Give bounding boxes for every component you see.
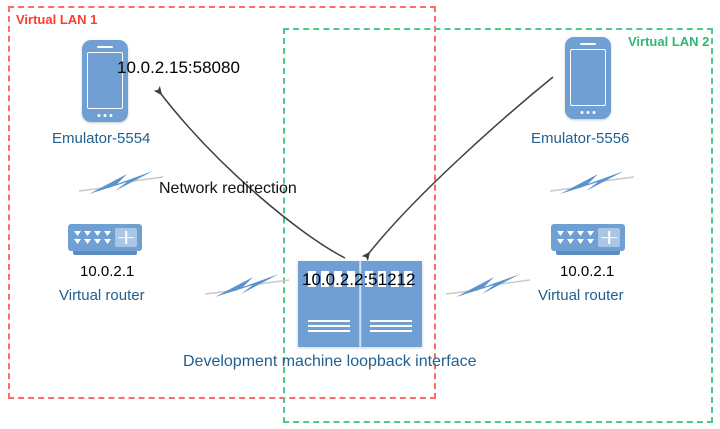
router-ports [557, 231, 594, 245]
router-base [556, 251, 620, 255]
router-icon-right [551, 224, 625, 258]
router-arrows-glyph [115, 228, 137, 247]
router-left-address: 10.0.2.1 [80, 263, 135, 280]
lightning-bolt-icon-lan1-router [203, 270, 291, 304]
phone-speaker [580, 43, 596, 45]
emulator-5554-address: 10.0.2.15:58080 [117, 58, 240, 77]
smartphone-icon-emulator-5554 [82, 40, 128, 122]
phone-screen [570, 49, 606, 106]
network-redirection-label: Network redirection [159, 180, 297, 197]
router-body [68, 224, 142, 251]
router-left-name: Virtual router [59, 287, 145, 304]
virtual-lan-1-label: Virtual LAN 1 [16, 12, 98, 27]
router-body [551, 224, 625, 251]
loopback-caption: Development machine loopback interface [183, 353, 477, 370]
emulator-5556-name: Emulator-5556 [531, 130, 630, 147]
server-divider [359, 261, 361, 347]
phone-home-dots [97, 114, 113, 117]
router-ports [74, 231, 111, 245]
server-bars-right [370, 320, 412, 335]
emulator-5554-name: Emulator-5554 [52, 130, 151, 147]
router-base [73, 251, 137, 255]
loopback-address: 10.0.2.2:51212 [302, 270, 416, 289]
server-slots-right [365, 271, 412, 287]
lightning-bolt-icon-lan2-emulator [548, 167, 636, 201]
server-icon-loopback [298, 261, 422, 347]
server-slots-left [308, 271, 355, 287]
router-right-name: Virtual router [538, 287, 624, 304]
lightning-bolt-icon-lan1-emulator [77, 167, 165, 201]
router-arrows-glyph [598, 228, 620, 247]
server-bars-left [308, 320, 350, 335]
lightning-bolt-icon-lan2-router [444, 270, 532, 304]
router-right-address: 10.0.2.1 [560, 263, 615, 280]
router-icon-left [68, 224, 142, 258]
phone-screen [87, 52, 123, 109]
virtual-lan-2-label: Virtual LAN 2 [628, 34, 710, 49]
phone-speaker [97, 46, 113, 48]
phone-home-dots [580, 111, 596, 114]
smartphone-icon-emulator-5556 [565, 37, 611, 119]
